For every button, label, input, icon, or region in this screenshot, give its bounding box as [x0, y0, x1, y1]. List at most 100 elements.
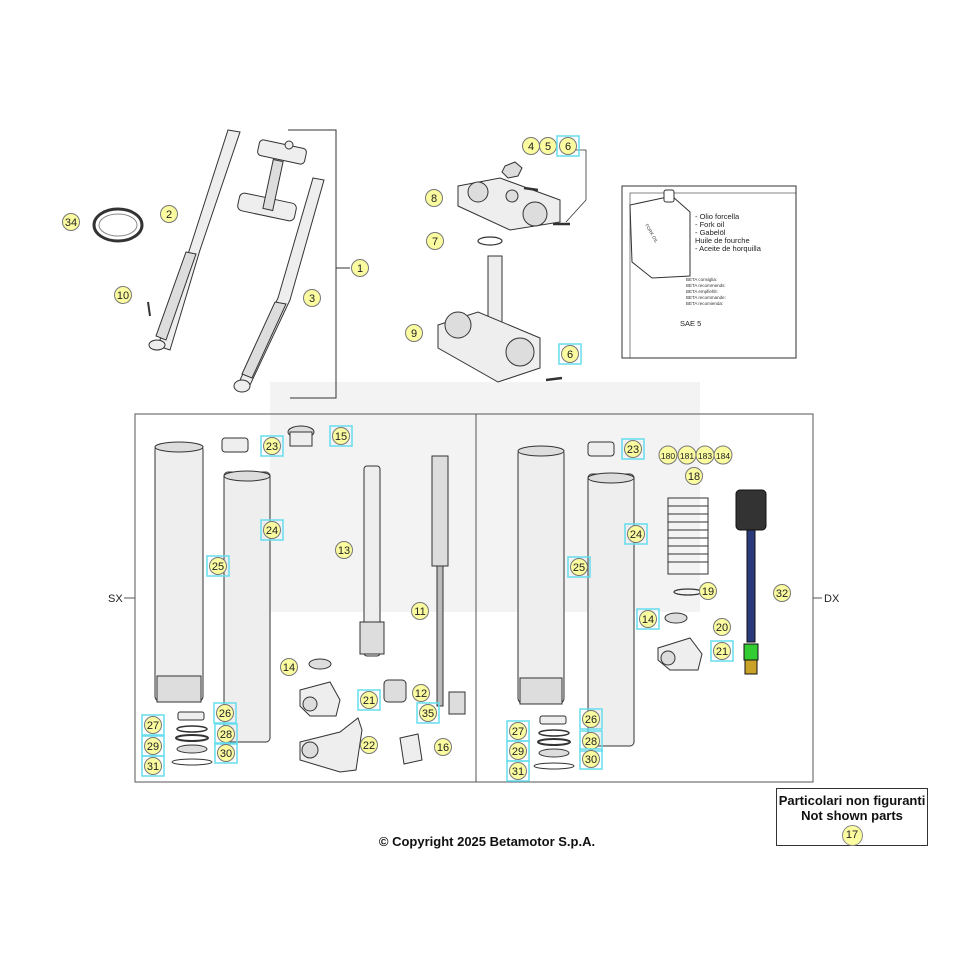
callout-number: 12	[415, 688, 427, 700]
callout-1[interactable]: 1	[351, 259, 369, 277]
callout-number: 22	[363, 740, 375, 752]
callout-number: 21	[716, 646, 728, 658]
callout-20[interactable]: 20	[713, 618, 731, 636]
callout-number: 184	[716, 451, 730, 461]
callout-21[interactable]: 21	[710, 640, 734, 662]
callout-number: 3	[309, 293, 315, 305]
callout-14[interactable]: 14	[636, 608, 660, 630]
callout-number: 28	[220, 729, 232, 741]
fork-oil-box: FORK OIL - Olio forcella - Fork oil - Ga…	[621, 185, 797, 359]
callout-25[interactable]: 25	[206, 555, 230, 577]
callout-number: 34	[65, 217, 77, 229]
callout-number: 5	[545, 141, 551, 153]
callout-17[interactable]: 17	[841, 825, 863, 846]
callout-number: 8	[431, 193, 437, 205]
callout-31[interactable]: 31	[141, 755, 165, 777]
callout-31[interactable]: 31	[506, 760, 530, 782]
callout-184[interactable]: 184	[713, 445, 733, 465]
callout-number: 29	[512, 746, 524, 758]
callout-6[interactable]: 6	[556, 135, 580, 157]
watermark	[270, 382, 700, 612]
callout-13[interactable]: 13	[335, 541, 353, 559]
spring	[667, 497, 709, 575]
callout-183[interactable]: 183	[695, 445, 715, 465]
callout-14[interactable]: 14	[280, 658, 298, 676]
oil-line-4: Huile de fourche	[695, 236, 750, 245]
callout-number: 19	[702, 586, 714, 598]
callout-21[interactable]: 21	[357, 689, 381, 711]
rec-line-4: BETA recommande:	[686, 295, 726, 300]
copyright: © Copyright 2025 Betamotor S.p.A.	[378, 834, 596, 849]
callout-number: 180	[661, 451, 675, 461]
callout-27[interactable]: 27	[141, 714, 165, 736]
callout-number: 20	[716, 622, 728, 634]
callout-23[interactable]: 23	[621, 438, 645, 460]
side-label-right: DX	[824, 593, 840, 605]
callout-number: 21	[363, 695, 375, 707]
callout-6[interactable]: 6	[558, 343, 582, 365]
callout-number: 30	[585, 754, 597, 766]
callout-8[interactable]: 8	[425, 189, 443, 207]
rec-line-3: BETA empfiehlt:	[686, 289, 718, 294]
callout-25[interactable]: 25	[567, 556, 591, 578]
callout-10[interactable]: 10	[114, 286, 132, 304]
callout-number: 26	[585, 714, 597, 726]
callout-number: 2	[166, 209, 172, 221]
callout-15[interactable]: 15	[329, 425, 353, 447]
callout-number: 1	[357, 263, 363, 275]
callout-29[interactable]: 29	[506, 740, 530, 762]
callout-30[interactable]: 30	[214, 742, 238, 764]
callout-number: 14	[642, 614, 654, 626]
callout-23[interactable]: 23	[260, 435, 284, 457]
callout-32[interactable]: 32	[773, 584, 791, 602]
callout-18[interactable]: 18	[685, 467, 703, 485]
callout-24[interactable]: 24	[260, 519, 284, 541]
callout-180[interactable]: 180	[658, 445, 678, 465]
callout-number: 31	[147, 761, 159, 773]
callout-12[interactable]: 12	[412, 684, 430, 702]
callout-number: 32	[776, 588, 788, 600]
not-shown-title-it: Particolari non figuranti	[778, 793, 926, 808]
callout-27[interactable]: 27	[506, 720, 530, 742]
callout-181[interactable]: 181	[677, 445, 697, 465]
callout-26[interactable]: 26	[213, 702, 237, 724]
callout-24[interactable]: 24	[624, 523, 648, 545]
rec-line-5: BETA recomienda:	[686, 301, 723, 306]
callout-number: 23	[627, 444, 639, 456]
callout-number: 25	[212, 561, 224, 573]
callout-34[interactable]: 34	[62, 213, 80, 231]
callout-number: 29	[147, 741, 159, 753]
callout-number: 7	[432, 236, 438, 248]
callout-16[interactable]: 16	[434, 738, 452, 756]
rec-line-1: BETA consiglia:	[686, 277, 717, 282]
callout-number: 6	[565, 141, 571, 153]
callout-29[interactable]: 29	[141, 735, 165, 757]
oil-grade: SAE 5	[680, 319, 701, 328]
callout-35[interactable]: 35	[416, 702, 440, 724]
callout-2[interactable]: 2	[160, 205, 178, 223]
callout-number: 27	[147, 720, 159, 732]
callout-number: 181	[680, 451, 694, 461]
callout-5[interactable]: 5	[539, 137, 557, 155]
callout-number: 183	[698, 451, 712, 461]
callout-number: 9	[411, 328, 417, 340]
callout-4[interactable]: 4	[522, 137, 540, 155]
complete-fork-assembly	[92, 129, 350, 399]
callout-19[interactable]: 19	[699, 582, 717, 600]
side-label-left: SX	[108, 593, 123, 605]
callout-9[interactable]: 9	[405, 324, 423, 342]
callout-number: 10	[117, 290, 129, 302]
callout-7[interactable]: 7	[426, 232, 444, 250]
oil-line-2: - Fork oil	[695, 220, 725, 229]
callout-number: 6	[567, 349, 573, 361]
callout-number: 11	[414, 606, 425, 618]
callout-22[interactable]: 22	[360, 736, 378, 754]
callout-11[interactable]: 11	[411, 602, 429, 620]
not-shown-title-en: Not shown parts	[801, 808, 903, 823]
callout-26[interactable]: 26	[579, 708, 603, 730]
callout-3[interactable]: 3	[303, 289, 321, 307]
callout-number: 13	[338, 545, 350, 557]
rec-line-2: BETA recommends:	[686, 283, 726, 288]
callout-number: 23	[266, 441, 278, 453]
callout-30[interactable]: 30	[579, 748, 603, 770]
